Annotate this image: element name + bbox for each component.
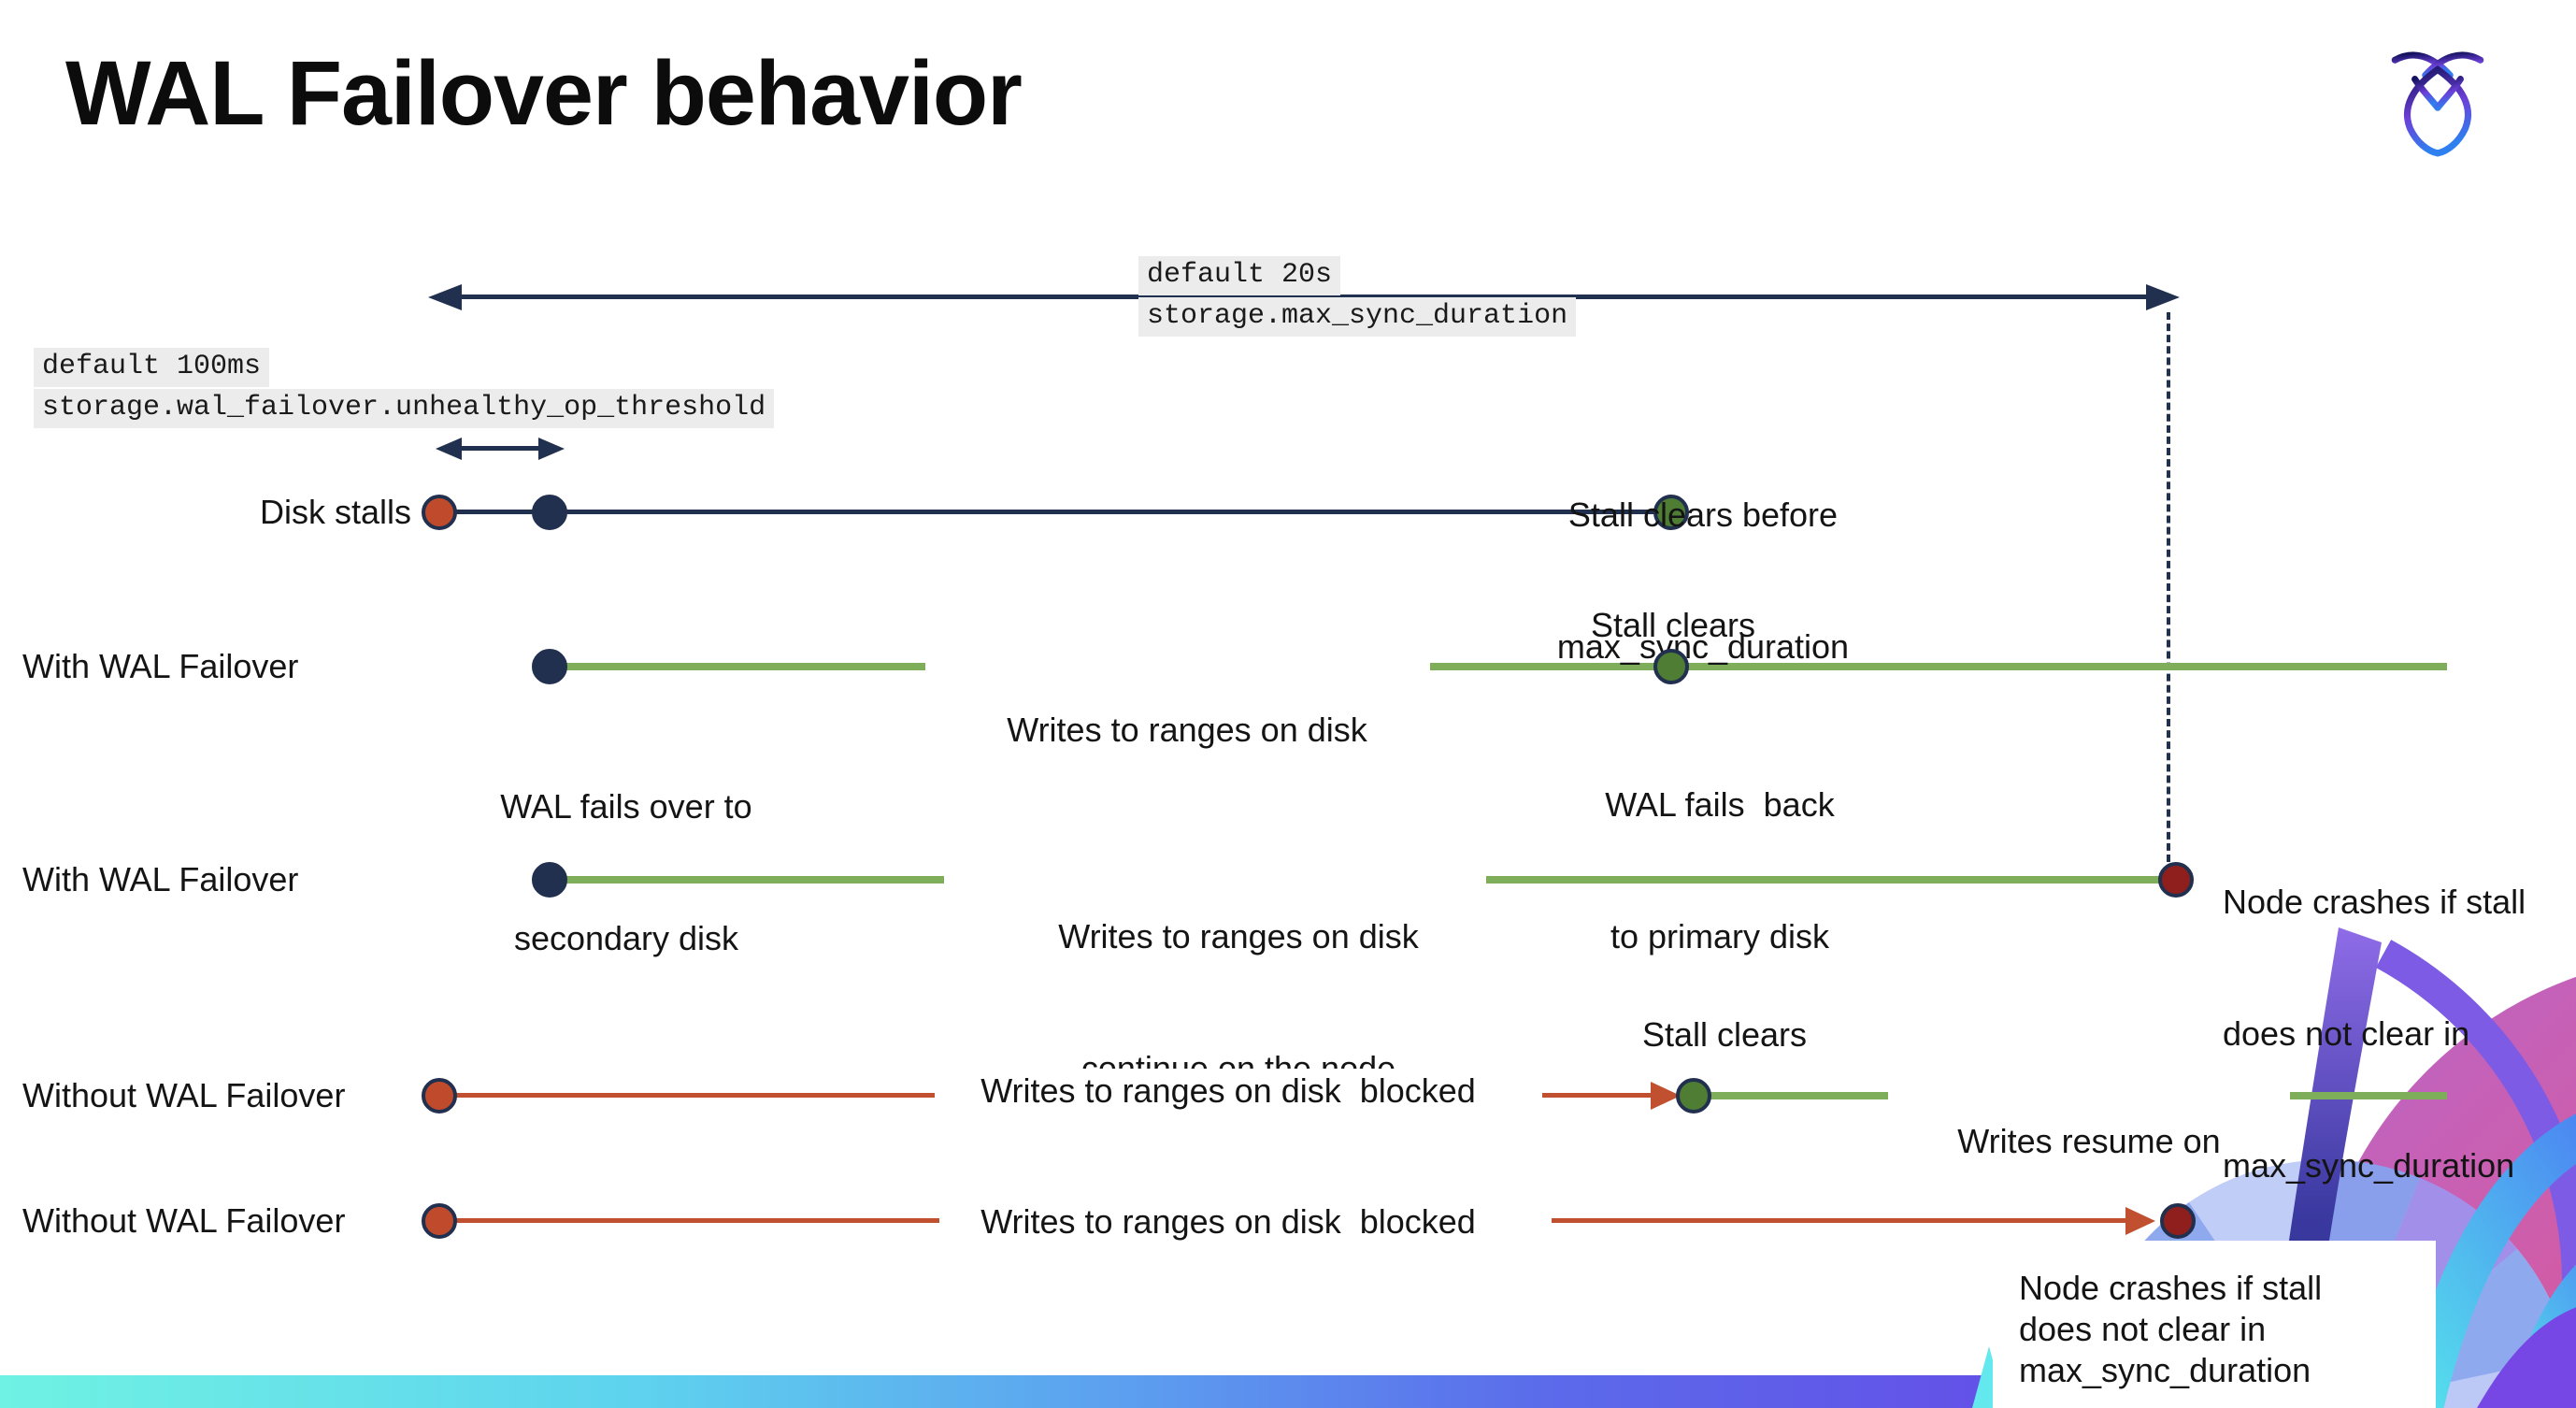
stall-clears-dot xyxy=(1653,649,1689,684)
node-crash-dot xyxy=(2158,862,2194,898)
label-line: does not clear in xyxy=(2019,1310,2267,1348)
label-line: max_sync_duration xyxy=(2019,1351,2311,1389)
row-label-disk-stalls: Disk stalls xyxy=(259,493,411,531)
label-line: Writes resume on xyxy=(1957,1122,2221,1160)
wal-fails-back-label: WAL fails back to primary disk xyxy=(1552,695,1888,1046)
arrow-right-icon xyxy=(2125,1207,2155,1235)
row-label-without-wal-failover-1: Without WAL Failover xyxy=(22,1076,346,1114)
stall-clears-label: Stall clears xyxy=(1590,606,1756,644)
label-line: does not clear in xyxy=(2223,1014,2470,1053)
stall-clears-label: Stall clears xyxy=(1641,1015,1808,1054)
purple-wedge-shape xyxy=(2477,1307,2576,1408)
threshold-dot xyxy=(532,495,567,530)
stall-clears-dot xyxy=(1653,495,1689,530)
writes-blocked-line xyxy=(1542,1093,1656,1098)
wal-fails-over-label: WAL fails over to secondary disk xyxy=(467,697,785,1048)
stall-clears-dot xyxy=(1676,1078,1711,1113)
max-sync-duration-span-line xyxy=(447,295,2163,299)
label-line: to primary disk xyxy=(1610,917,1830,955)
node-crashes-label: Node crashes if stall does not clear in … xyxy=(2223,792,2576,1275)
arrow-right-icon xyxy=(2146,284,2180,310)
label-line: WAL fails over to xyxy=(500,787,752,826)
writes-resume-line xyxy=(2290,1092,2447,1099)
cyan-arc-shape xyxy=(2399,1113,2576,1408)
setting-default-value: default 100ms xyxy=(34,348,270,387)
failover-dot xyxy=(532,649,567,684)
label-line: secondary disk xyxy=(513,919,739,957)
arrow-right-icon xyxy=(1651,1082,1681,1110)
writes-continue-label: Writes to ranges on disk continue on the… xyxy=(991,826,1486,1178)
node-crashes-note-box: Node crashes if stall does not clear in … xyxy=(1993,1241,2436,1408)
stall-clears-before-label: Stall clears before max_sync_duration xyxy=(1535,405,1871,756)
setting-name: storage.wal_failover.unhealthy_op_thresh… xyxy=(34,389,775,428)
arrow-left-icon xyxy=(436,438,462,460)
writes-blocked-line xyxy=(439,1218,939,1223)
page-title: WAL Failover behavior xyxy=(65,42,1023,144)
writes-blocked-label: Writes to ranges on disk blocked xyxy=(942,1200,1514,1243)
max-sync-deadline-dashed-line xyxy=(2167,312,2170,862)
writes-continue-line xyxy=(550,663,925,670)
label-line: Writes to ranges on disk xyxy=(1007,711,1367,749)
stall-start-dot xyxy=(422,1078,457,1113)
setting-unhealthy-op-threshold: default 100ms storage.wal_failover.unhea… xyxy=(34,348,775,430)
node-crash-dot xyxy=(2160,1203,2196,1239)
label-line: max_sync_duration xyxy=(2223,1146,2515,1185)
writes-continue-line xyxy=(550,876,980,884)
row-label-with-wal-failover-1: With WAL Failover xyxy=(22,647,299,685)
setting-max-sync-duration: default 20s storage.max_sync_duration xyxy=(1138,256,1577,338)
label-line: WAL fails back xyxy=(1605,785,1835,824)
stall-start-dot xyxy=(422,495,457,530)
setting-name: storage.max_sync_duration xyxy=(1138,297,1577,337)
threshold-span-line xyxy=(458,446,538,451)
failover-dot xyxy=(532,862,567,898)
writes-resume-line xyxy=(1710,1092,1888,1099)
writes-blocked-line xyxy=(439,1093,935,1098)
stall-start-dot xyxy=(422,1203,457,1239)
disk-stall-timeline xyxy=(439,510,1671,514)
writes-blocked-label: Writes to ranges on disk blocked xyxy=(942,1069,1514,1113)
label-line: max_sync_duration xyxy=(1556,627,1850,666)
writes-continue-line xyxy=(1428,663,2447,670)
writes-blocked-line xyxy=(1552,1218,2125,1223)
arrow-right-icon xyxy=(538,438,565,460)
label-line: Node crashes if stall xyxy=(2019,1269,2323,1307)
row-label-without-wal-failover-2: Without WAL Failover xyxy=(22,1201,346,1240)
setting-default-value: default 20s xyxy=(1138,256,1341,295)
writes-continue-line xyxy=(1486,876,2168,884)
label-line: Stall clears before xyxy=(1567,496,1839,534)
row-label-with-wal-failover-2: With WAL Failover xyxy=(22,860,299,898)
cockroachdb-logo-icon xyxy=(2391,51,2484,157)
arrow-left-icon xyxy=(428,284,462,310)
label-line: Node crashes if stall xyxy=(2223,883,2526,921)
purple-arc-shape xyxy=(2375,940,2576,1318)
label-line: Writes to ranges on disk xyxy=(1058,917,1419,955)
